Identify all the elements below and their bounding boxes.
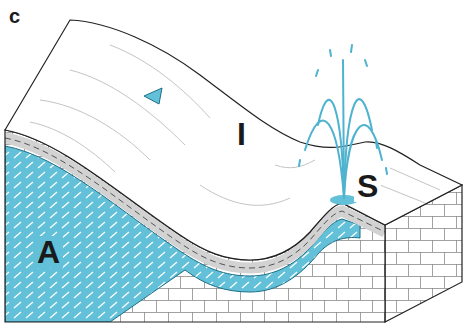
droplet <box>365 60 367 66</box>
droplet <box>299 160 300 166</box>
layer-label: I <box>234 118 249 150</box>
droplet <box>330 50 331 56</box>
ground-surface <box>5 20 462 260</box>
droplet <box>351 45 352 52</box>
surface-streak <box>380 185 425 203</box>
surface-streak <box>275 160 315 168</box>
water-table-marker <box>144 88 162 104</box>
surface-streak <box>70 70 185 145</box>
panel-letter: c <box>6 6 23 26</box>
droplet <box>386 168 387 174</box>
water-droplets <box>299 45 387 174</box>
water-arc <box>343 60 344 198</box>
surface-streak <box>390 168 440 190</box>
water-arc <box>318 100 344 198</box>
droplet <box>376 142 377 148</box>
surface-streak <box>40 100 150 160</box>
droplet <box>316 70 318 76</box>
layer-label: A <box>34 236 63 268</box>
water-arc <box>305 120 344 198</box>
surface-streak <box>200 185 290 205</box>
surface-streak <box>30 122 115 172</box>
surface-streaks <box>30 45 440 205</box>
surface-streak <box>110 45 210 118</box>
layer-label: S <box>354 170 381 202</box>
